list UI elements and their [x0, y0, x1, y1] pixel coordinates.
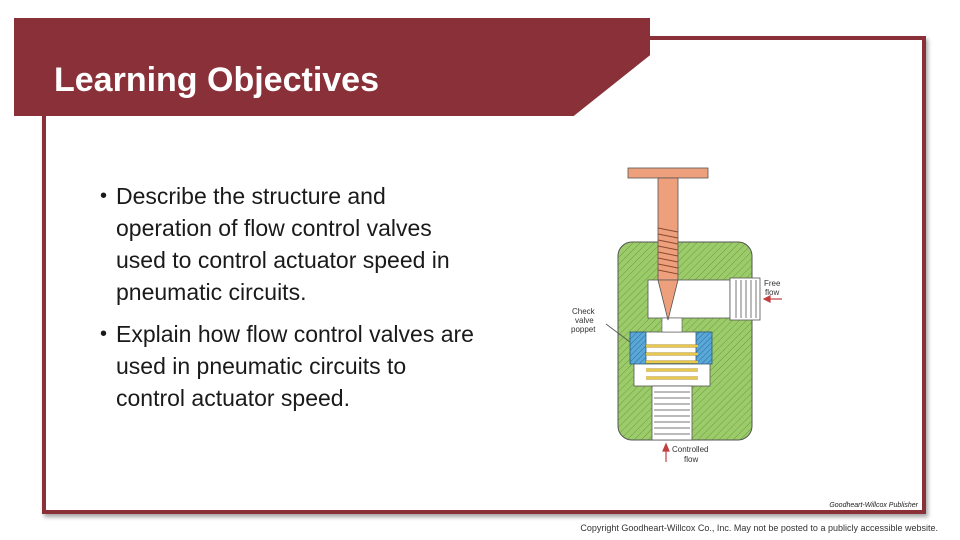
- objectives-list: • Describe the structure and operation o…: [100, 180, 480, 424]
- objective-item: • Describe the structure and operation o…: [100, 180, 480, 308]
- poppet-leader-line: [605, 323, 631, 343]
- needle-handle: [627, 167, 709, 179]
- free-flow-label: Free: [764, 279, 781, 288]
- objective-text: Describe the structure and operation of …: [116, 183, 450, 305]
- image-credit: Goodheart-Willcox Publisher: [829, 502, 918, 509]
- free-flow-label: flow: [765, 288, 779, 297]
- controlled-flow-arrow: [662, 442, 670, 462]
- check-valve-poppet: [629, 331, 713, 365]
- controlled-flow-port: [651, 385, 693, 441]
- check-valve-label: Check: [572, 307, 596, 316]
- port-threads: [735, 280, 757, 318]
- title-banner: [14, 18, 650, 116]
- copyright-notice: Copyright Goodheart-Willcox Co., Inc. Ma…: [580, 523, 938, 533]
- objective-item: • Explain how flow control valves are us…: [100, 318, 480, 414]
- slide-title: Learning Objectives: [54, 61, 379, 99]
- controlled-flow-label: flow: [684, 455, 698, 464]
- bottom-threads: [654, 391, 690, 435]
- needle-threads: [657, 227, 679, 275]
- orifice: [661, 317, 683, 333]
- free-flow-port: [729, 277, 761, 321]
- check-valve-label: valve: [575, 316, 594, 325]
- controlled-flow-label: Controlled: [672, 445, 708, 454]
- objective-text: Explain how flow control valves are used…: [116, 321, 474, 411]
- free-flow-arrow: [762, 295, 782, 303]
- bullet-icon: •: [100, 323, 108, 345]
- needle-tip: [657, 279, 679, 321]
- bullet-icon: •: [100, 185, 108, 207]
- flow-control-valve-diagram: Check valve poppet Free flow Controlled …: [571, 167, 782, 464]
- check-valve-label: poppet: [571, 325, 596, 334]
